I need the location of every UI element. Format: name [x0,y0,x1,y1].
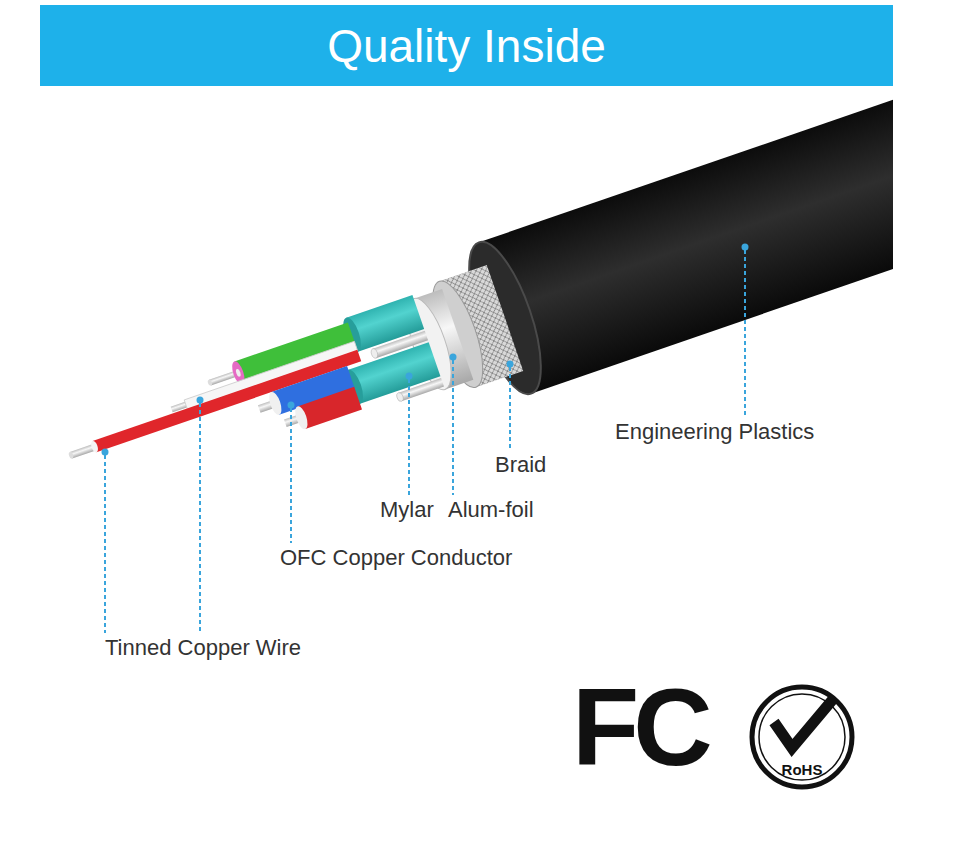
part-label: Mylar [380,499,434,521]
part-label: Alum-foil [448,499,534,521]
title: Quality Inside [327,23,606,69]
fcc-logo: FC [572,672,707,782]
part-label: OFC Copper Conductor [280,547,512,569]
rohs-text: RoHS [782,762,823,777]
part-label: Engineering Plastics [615,421,814,443]
part-label: Braid [495,454,546,476]
title-banner [40,5,893,86]
part-label: Tinned Copper Wire [105,637,301,659]
rohs-mark [752,687,852,787]
jacket [479,41,893,394]
red-wire [93,350,362,453]
